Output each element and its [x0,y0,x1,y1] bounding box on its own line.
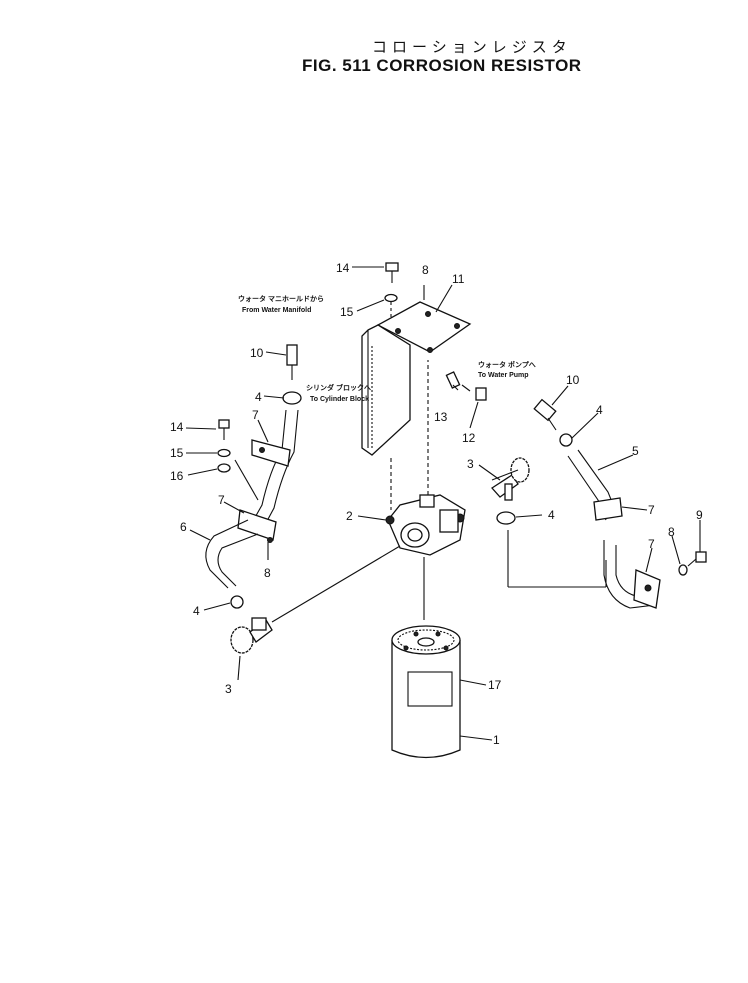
callout-8: 8 [422,263,429,277]
pipe-right [603,540,661,609]
callout-7: 7 [648,537,655,551]
callout-11: 11 [452,272,465,286]
callout-7: 7 [648,503,655,517]
callout-15: 15 [170,446,184,460]
callout-7: 7 [252,408,259,422]
callout-6: 6 [180,520,187,534]
callout-2: 2 [346,509,353,523]
mounting-bracket [361,301,472,456]
callout-9: 9 [696,508,703,522]
callout-4: 4 [548,508,555,522]
callout-14: 14 [170,420,184,434]
callout-4: 4 [596,403,603,417]
callout-1: 1 [493,733,500,747]
bolt-side [461,384,487,401]
callout-4: 4 [193,604,200,618]
hose-right [567,449,623,521]
hose-left [205,519,259,589]
callout-3: 3 [225,682,232,696]
note-to-block-jp: シリンダ ブロックへ [306,383,371,392]
gasket-right-top [559,433,573,447]
washer-top [384,293,398,303]
note-to-block: To Cylinder Block [310,396,369,403]
washer-left [217,448,231,458]
leader-lines [185,266,701,741]
flow-notes: ウォータ マニホールドから From Water Manifold シリンダ ブ… [238,294,536,403]
elbow-fitting-right [491,457,530,501]
clamp-left-bottom [230,595,244,609]
callout-16: 16 [170,469,184,483]
callout-8: 8 [264,566,271,580]
callout-14: 14 [336,261,350,275]
note-to-pump: To Water Pump [478,372,529,379]
bolt-left [218,419,230,440]
figure-title-japanese: コローションレジスタ [372,38,572,56]
callout-8: 8 [668,525,675,539]
callout-10: 10 [566,373,580,387]
note-from-manifold: From Water Manifold [242,307,311,314]
gasket-right-mid [496,511,516,525]
callout-13: 13 [434,410,448,424]
connector-left [286,344,298,380]
filter-head [385,494,466,556]
plug-screw [445,371,461,389]
callout-4: 4 [255,390,262,404]
lock-washer-right [678,564,688,576]
filter-cartridge [391,625,461,759]
bolt-top [385,262,399,283]
pipe-left [237,409,299,543]
figure-title: FIG. 511 CORROSION RESISTOR [302,56,582,75]
callout-10: 10 [250,346,264,360]
bolt-right [687,551,707,567]
callout-3: 3 [467,457,474,471]
callout-5: 5 [632,444,639,458]
callout-numbers: 1 2 3 3 4 4 4 4 5 6 7 7 7 7 8 8 8 9 10 1… [170,261,703,747]
lock-washer-left [217,463,231,473]
callout-15: 15 [340,305,354,319]
note-to-pump-jp: ウォータ ポンプへ [478,360,536,369]
callout-17: 17 [488,678,502,692]
note-from-manifold-jp: ウォータ マニホールドから [238,294,324,303]
gasket-left-top [282,391,302,405]
callout-7: 7 [218,493,225,507]
connector-right [533,398,557,431]
elbow-fitting-left [230,617,273,654]
callout-12: 12 [462,431,476,445]
